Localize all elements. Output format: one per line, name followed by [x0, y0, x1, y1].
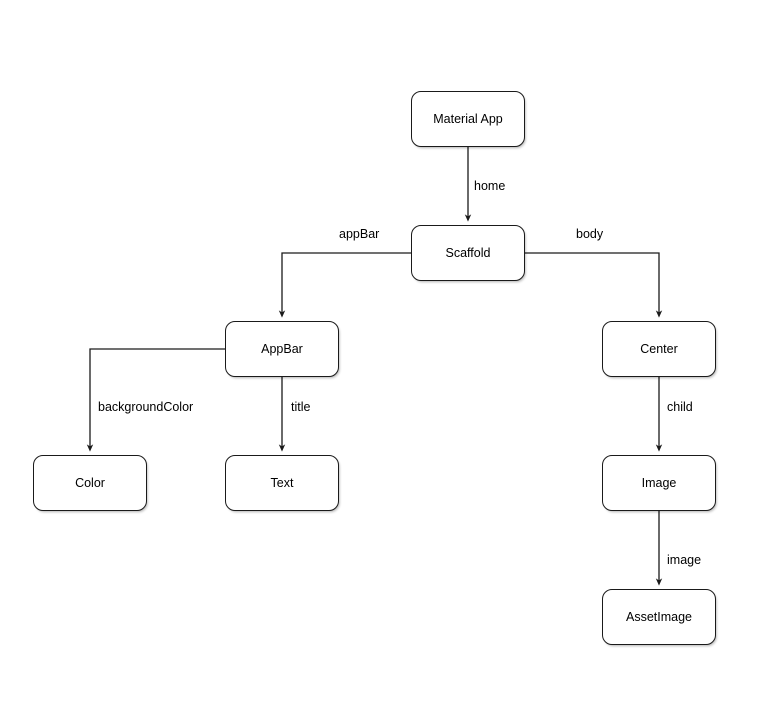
node-asset-image[interactable]: AssetImage [602, 589, 716, 645]
edge-body [525, 252, 663, 318]
edge-label-edge-home: home [474, 179, 506, 193]
node-label-appbar: AppBar [261, 341, 303, 356]
node-color[interactable]: Color [33, 455, 147, 511]
node-center[interactable]: Center [602, 321, 716, 377]
edge-label-edge-body: body [576, 227, 604, 241]
node-label-material-app: Material App [433, 111, 503, 126]
node-text[interactable]: Text [225, 455, 339, 511]
edge-label-edge-backgroundcolor: backgroundColor [98, 400, 194, 414]
node-label-center: Center [640, 341, 678, 356]
edge-backgroundcolor [86, 348, 225, 452]
node-label-color: Color [75, 475, 105, 490]
node-image[interactable]: Image [602, 455, 716, 511]
node-appbar[interactable]: AppBar [225, 321, 339, 377]
edge-appbar [278, 252, 411, 318]
node-label-image: Image [641, 475, 677, 490]
edge-label-edge-title: title [291, 400, 311, 414]
node-scaffold[interactable]: Scaffold [411, 225, 525, 281]
node-label-text: Text [270, 475, 294, 490]
node-material-app[interactable]: Material App [411, 91, 525, 147]
edge-label-edge-image: image [667, 553, 702, 567]
node-label-scaffold: Scaffold [445, 245, 491, 260]
edge-label-edge-appbar: appBar [339, 227, 380, 241]
node-label-asset-image: AssetImage [625, 609, 692, 624]
edge-label-edge-child: child [667, 400, 693, 414]
